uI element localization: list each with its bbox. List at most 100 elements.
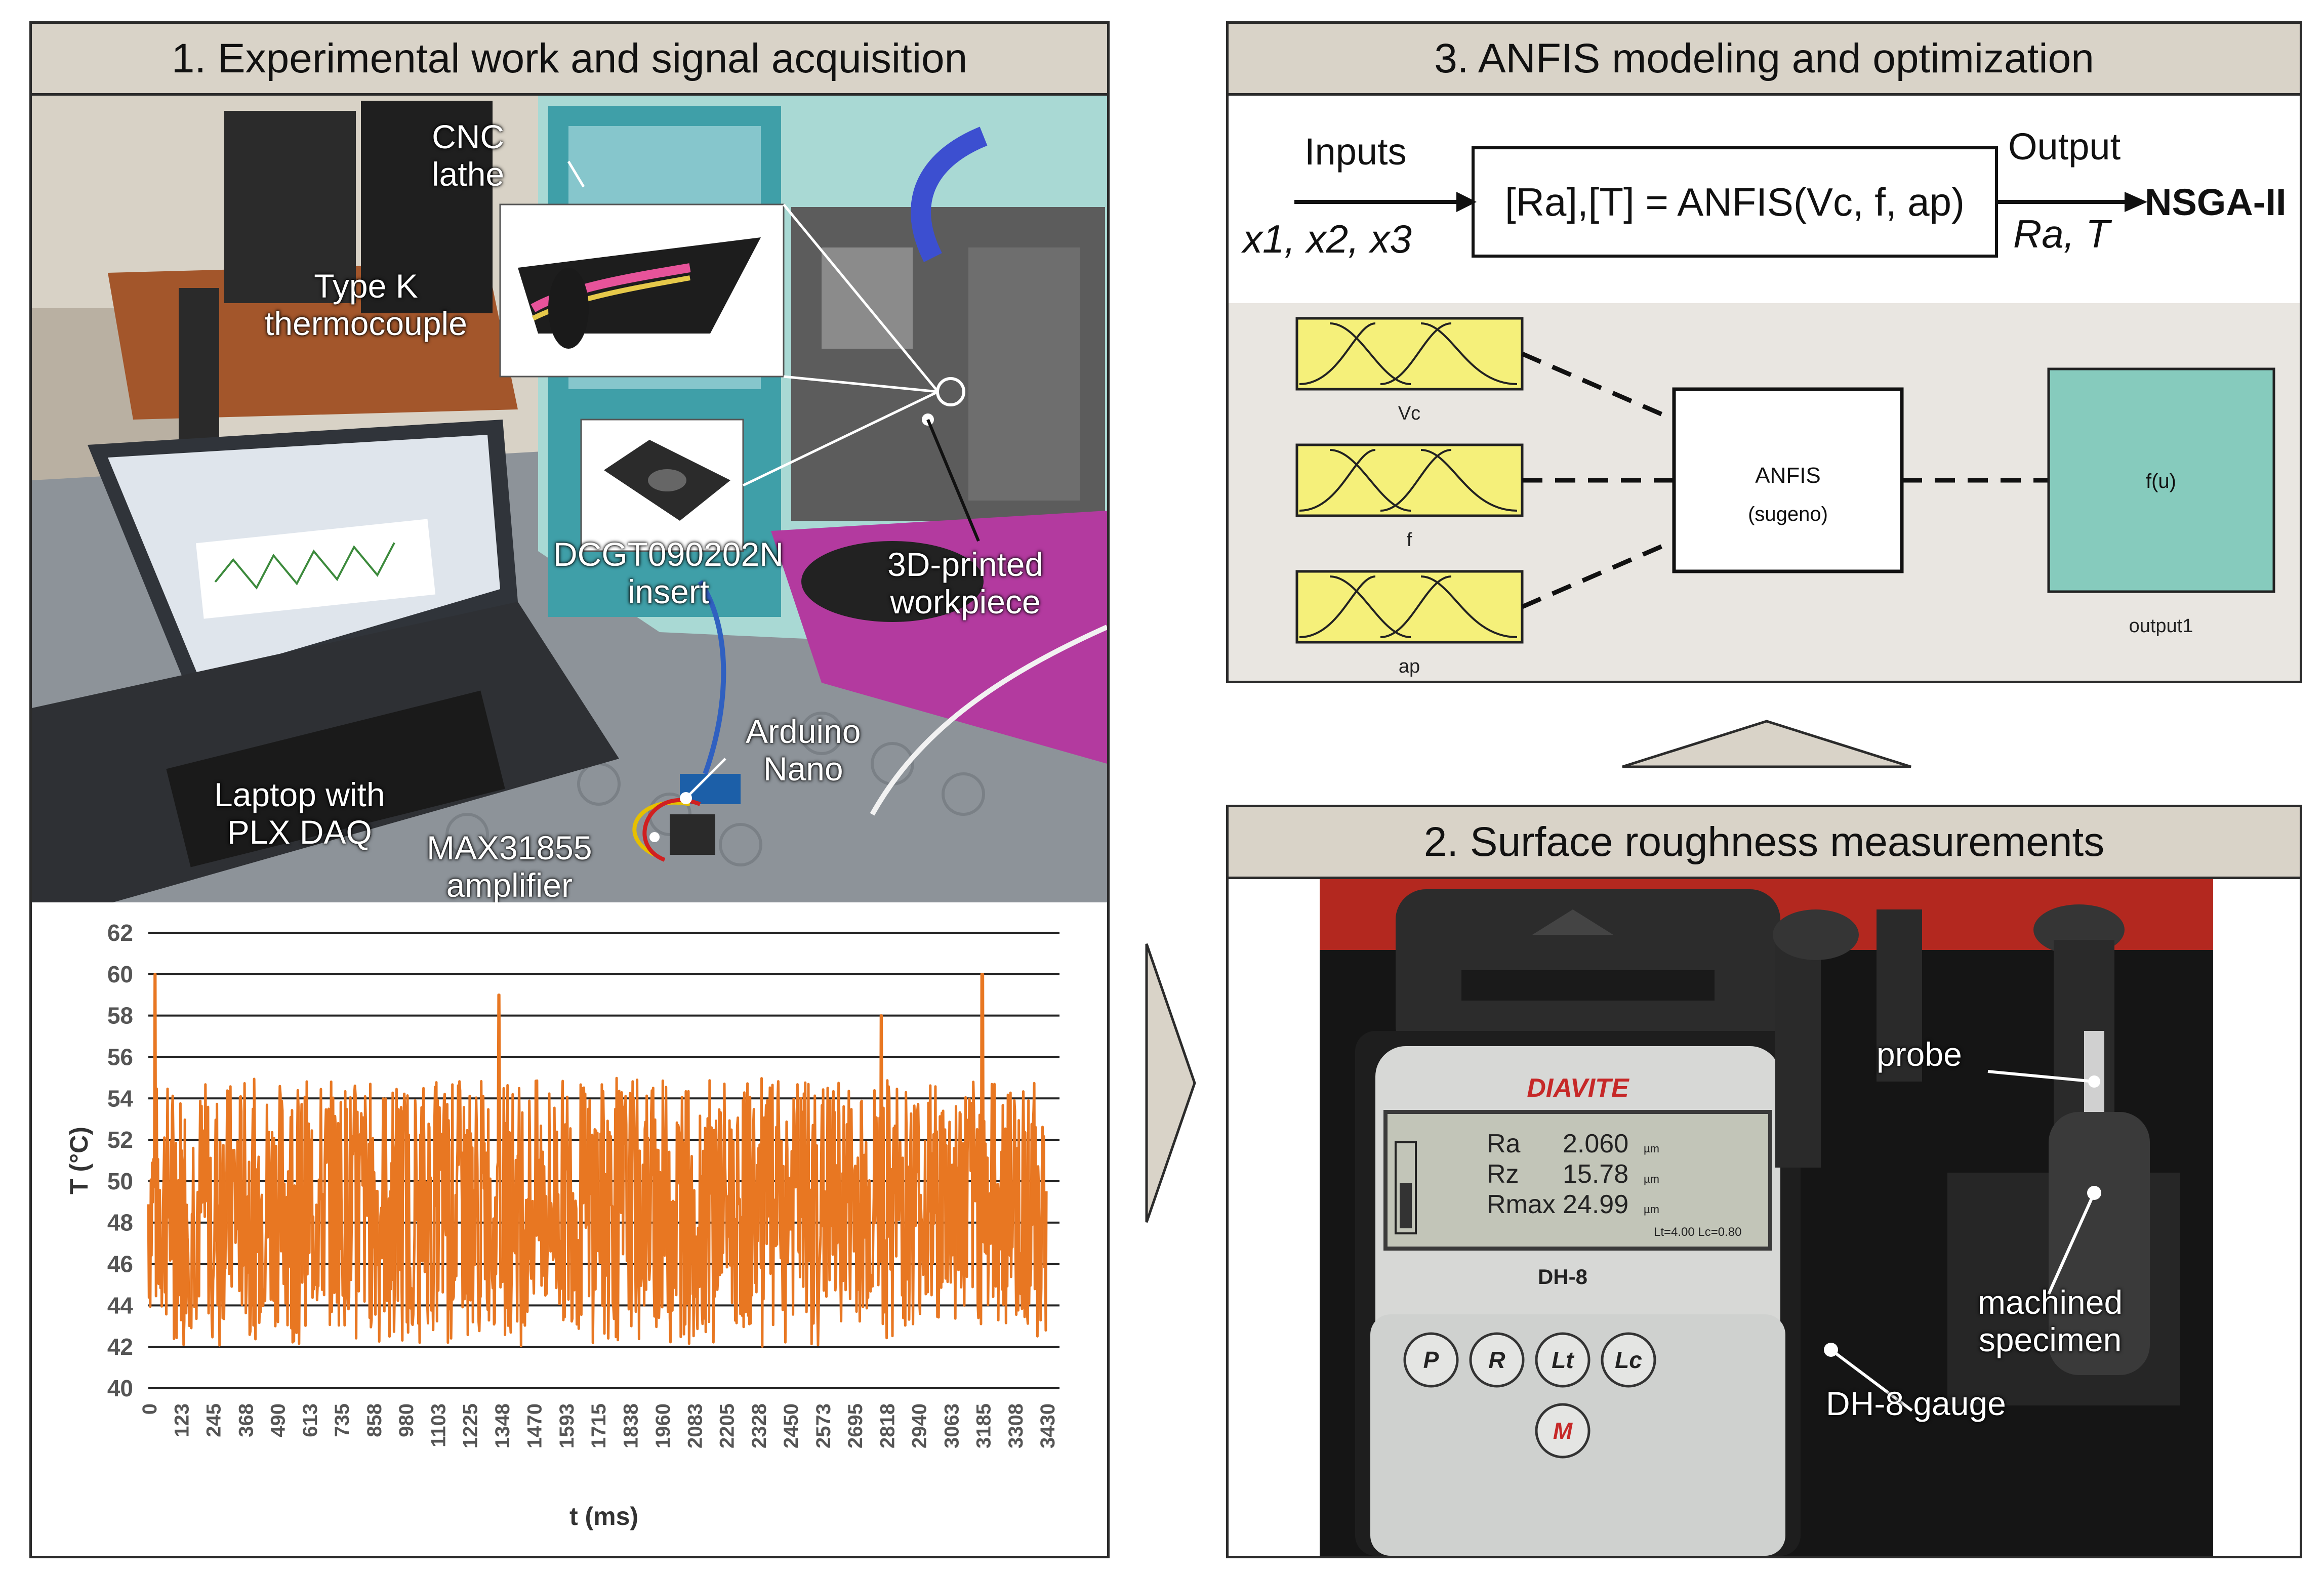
gauge-button-label: Lc: [1615, 1347, 1642, 1373]
label-arduino: Arduino Nano: [746, 713, 861, 787]
output-name: output1: [2129, 615, 2193, 637]
x-tick-label: 2450: [780, 1403, 802, 1448]
x-tick-label: 1593: [556, 1403, 578, 1448]
arrow-to-anfis: [1294, 192, 1477, 212]
x-tick-label: 245: [203, 1403, 225, 1437]
label-thermocouple: Type K thermocouple: [265, 267, 467, 342]
y-tick-label: 52: [107, 1127, 133, 1153]
gauge-brand: DIAVITE: [1527, 1073, 1629, 1103]
arrow-to-nsga: [1998, 192, 2147, 212]
mf-box-vc: [1295, 317, 1524, 391]
reading-footer: Lt=4.00 Lc=0.80: [1654, 1225, 1741, 1239]
label-amplifier: MAX31855 amplifier: [427, 829, 592, 902]
y-tick-label: 54: [107, 1085, 134, 1111]
flow-arrow-up: [1622, 720, 1911, 768]
gauge-button-r: [1469, 1332, 1525, 1388]
y-tick-label: 50: [107, 1168, 133, 1194]
x-tick-label: 2818: [877, 1403, 899, 1448]
x-tick-label: 2695: [844, 1403, 867, 1448]
y-tick-label: 46: [107, 1251, 133, 1277]
reading-value-0: 2.060: [1563, 1129, 1628, 1158]
x-tick-label: 3063: [941, 1403, 963, 1448]
x-tick-label: 613: [299, 1403, 321, 1437]
gauge-button-label: R: [1488, 1347, 1505, 1373]
panel-title: 3. ANFIS modeling and optimization: [1229, 24, 2300, 96]
lab-setup-illustration: [32, 96, 1107, 902]
x-tick-label: 1225: [460, 1403, 482, 1448]
x-tick-label: 858: [363, 1403, 386, 1437]
y-tick-label: 62: [107, 920, 133, 946]
x-tick-label: 490: [267, 1403, 289, 1437]
x-tick-label: 1838: [620, 1403, 642, 1448]
output-function: f(u): [2146, 470, 2176, 492]
anfis-structure-diagram: Vc f ap ANFIS (sugeno) f(u) output1: [1295, 317, 2275, 677]
x-tick-label: 123: [171, 1403, 193, 1437]
x-tick-label: 3185: [972, 1403, 995, 1448]
roughness-photo: DIAVITE Ra 2.060 µm Rz 15.78 µm Rmax 24.…: [1320, 879, 2213, 1556]
reading-value-2: 24.99: [1563, 1190, 1628, 1219]
panel-experimental: 1. Experimental work and signal acquisit…: [29, 21, 1110, 1558]
gauge-button-m: [1535, 1403, 1591, 1459]
label-cnc-lathe: CNC lathe: [432, 118, 505, 193]
x-axis-label: t (ms): [569, 1502, 638, 1530]
y-tick-label: 60: [107, 961, 133, 987]
gauge-button-label: M: [1553, 1418, 1573, 1444]
gauge-button-label: P: [1423, 1347, 1439, 1373]
x-tick-label: 2083: [684, 1403, 706, 1448]
label-specimen: machined specimen: [1978, 1283, 2123, 1358]
label-insert: DCGT090202N insert: [553, 535, 784, 610]
x-tick-label: 2940: [909, 1403, 931, 1448]
x-tick-label: 2205: [716, 1403, 739, 1448]
y-tick-label: 44: [107, 1292, 134, 1318]
panel-anfis: 3. ANFIS modeling and optimization Input…: [1226, 21, 2302, 683]
x-tick-label: 3308: [1005, 1403, 1027, 1448]
mf-label-vc: Vc: [1398, 403, 1420, 424]
x-tick-label: 980: [395, 1403, 418, 1437]
x-tick-label: 1348: [492, 1403, 514, 1448]
reading-param-1: Rz: [1487, 1159, 1519, 1189]
gauge-button-p: [1403, 1332, 1459, 1388]
optimizer-label: NSGA-II: [2145, 181, 2287, 223]
x-tick-label: 1470: [523, 1403, 546, 1448]
gauge-button-label: Lt: [1552, 1347, 1574, 1373]
temperature-series-line: [147, 973, 1048, 1348]
x-tick-label: 368: [235, 1403, 257, 1437]
label-probe: probe: [1877, 1035, 1962, 1073]
reading-unit-2: µm: [1644, 1203, 1659, 1216]
mf-label-f: f: [1407, 529, 1412, 551]
lab-setup-photo: CNC lathe Type K thermocouple DCGT090202…: [32, 96, 1107, 902]
y-tick-label: 56: [107, 1044, 133, 1070]
reading-value-1: 15.78: [1563, 1159, 1628, 1189]
y-tick-label: 58: [107, 1003, 133, 1029]
inputs-label: Inputs: [1304, 131, 1407, 173]
reading-unit-1: µm: [1644, 1173, 1659, 1185]
mf-box-ap: [1295, 570, 1524, 644]
panel-title: 1. Experimental work and signal acquisit…: [32, 24, 1107, 96]
anfis-equation: [Ra],[T] = ANFIS(Vc, f, ap): [1504, 179, 1965, 224]
reading-param-0: Ra: [1487, 1129, 1521, 1158]
x-tick-label: 2328: [748, 1403, 770, 1448]
flow-arrow-right: [1145, 943, 1196, 1223]
x-tick-label: 1715: [588, 1403, 610, 1448]
anfis-equation-box: [Ra],[T] = ANFIS(Vc, f, ap): [1472, 146, 1998, 258]
output-label: Output: [2008, 126, 2121, 168]
label-workpiece: 3D-printed workpiece: [887, 546, 1044, 620]
roughness-illustration: DIAVITE Ra 2.060 µm Rz 15.78 µm Rmax 24.…: [1320, 879, 2213, 1556]
reading-unit-0: µm: [1644, 1142, 1659, 1155]
x-tick-label: 1103: [428, 1403, 450, 1447]
anfis-system-name: ANFIS: [1755, 463, 1821, 488]
gauge-model: DH-8: [1538, 1265, 1587, 1289]
y-tick-label: 42: [107, 1334, 133, 1360]
label-laptop: Laptop with PLX DAQ: [214, 776, 385, 851]
x-tick-label: 1960: [652, 1403, 674, 1448]
x-tick-label: 0: [139, 1403, 161, 1415]
reading-param-2: Rmax: [1487, 1190, 1556, 1219]
mf-label-ap: ap: [1399, 656, 1420, 677]
panel-roughness: 2. Surface roughness measurements DIAVIT…: [1226, 805, 2302, 1558]
y-tick-label: 40: [107, 1375, 133, 1401]
y-axis-label: T (°C): [65, 1127, 93, 1194]
panel-title: 2. Surface roughness measurements: [1229, 807, 2300, 879]
label-dh8-gauge: DH-8 gauge: [1826, 1385, 2006, 1422]
gauge-button-lt: [1535, 1332, 1591, 1388]
